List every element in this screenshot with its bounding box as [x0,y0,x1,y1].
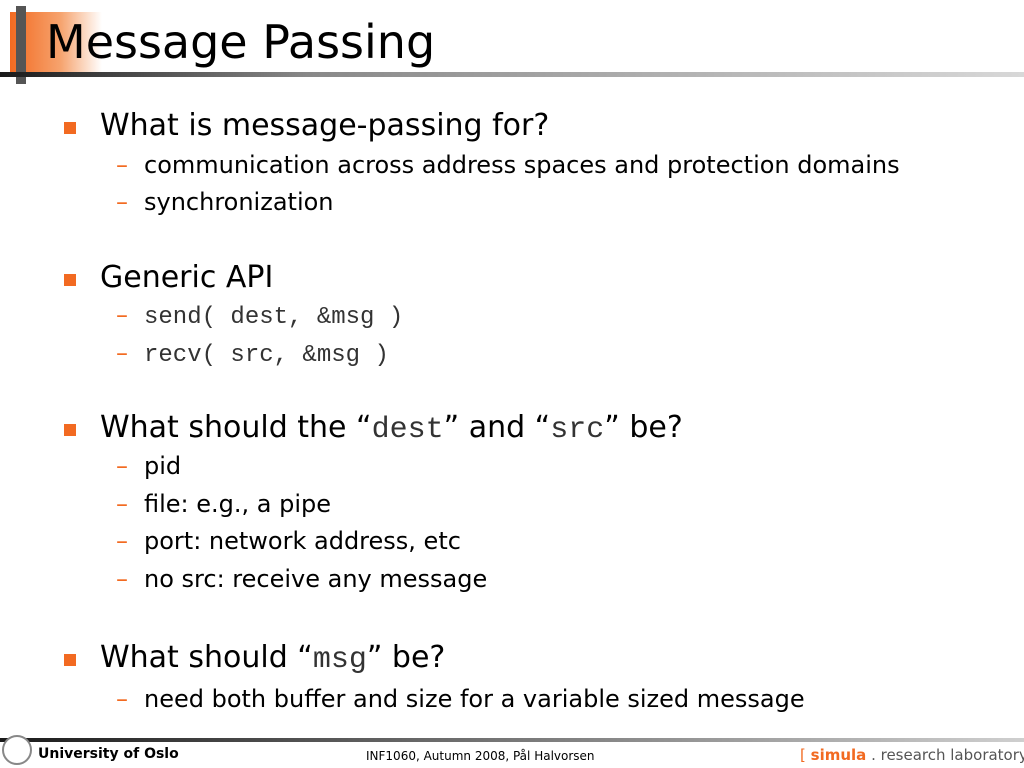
sub-bullet-item: –send( dest, &msg ) [116,300,403,333]
sub-bullet-item: –recv( src, &msg ) [116,338,389,371]
sub-bullet-item: –no src: receive any message [116,564,487,594]
title-divider [0,72,1024,77]
sub-bullet-text: file: e.g., a pipe [144,490,332,518]
dash-icon: – [116,151,128,179]
sub-bullet-item: –pid [116,451,181,481]
dash-icon: – [116,527,128,555]
bullet-text: What is message-passing for? [100,108,550,143]
sub-bullet-text: communication across address spaces and … [144,151,900,179]
bullet-square-icon [64,274,76,286]
footer-lab-logo: [ simula . research laboratory ] [800,746,1024,764]
sub-bullet-item: –port: network address, etc [116,526,461,556]
page-title: Message Passing [46,15,436,69]
sub-bullet-item: –file: e.g., a pipe [116,489,331,519]
sub-bullet-text: recv( src, &msg ) [144,342,389,369]
sub-bullet-text: synchronization [144,188,334,216]
bullet-square-icon [64,654,76,666]
dash-icon: – [116,685,128,713]
sub-bullet-item: –communication across address spaces and… [116,150,900,180]
footer-divider [0,738,1024,742]
bullet-item: What should the “dest” and “src” be? [64,410,683,447]
footer-course-info: INF1060, Autumn 2008, Pål Halvorsen [366,749,595,763]
sub-bullet-item: –synchronization [116,187,334,217]
sub-bullet-text: no src: receive any message [144,565,488,593]
sub-bullet-item: –need both buffer and size for a variabl… [116,684,805,714]
dash-icon: – [116,301,128,329]
footer-institution: University of Oslo [38,746,179,762]
dash-icon: – [116,188,128,216]
dash-icon: – [116,339,128,367]
dash-icon: – [116,565,128,593]
bullet-item: What is message-passing for? [64,108,549,144]
bullet-item: What should “msg” be? [64,640,445,677]
dash-icon: – [116,452,128,480]
bullet-square-icon [64,122,76,134]
dash-icon: – [116,490,128,518]
sub-bullet-text: pid [144,452,182,480]
bullet-text: What should “msg” be? [100,640,446,677]
university-seal-icon [2,735,32,765]
sub-bullet-text: send( dest, &msg ) [144,304,404,331]
bullet-text: What should the “dest” and “src” be? [100,410,683,447]
bullet-square-icon [64,424,76,436]
bullet-item: Generic API [64,260,273,296]
title-left-bar [16,6,26,84]
bullet-text: Generic API [100,260,274,295]
sub-bullet-text: need both buffer and size for a variable… [144,685,805,713]
sub-bullet-text: port: network address, etc [144,527,461,555]
